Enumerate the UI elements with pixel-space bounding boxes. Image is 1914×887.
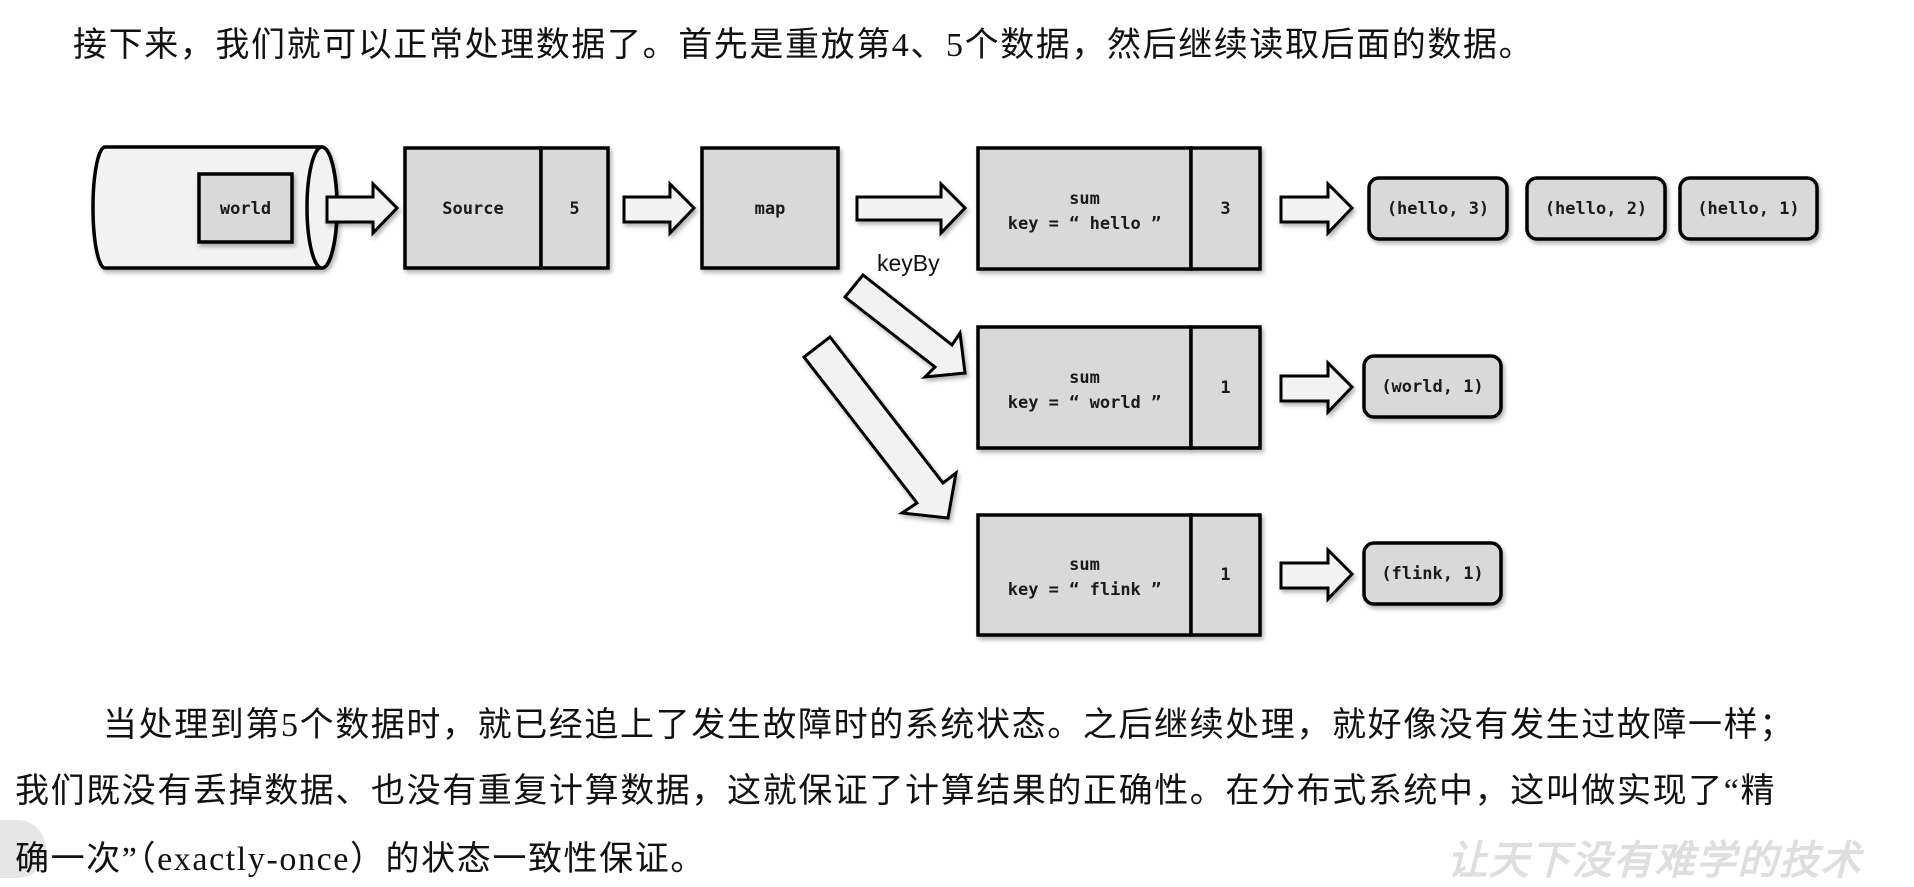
arrow-right-icon — [325, 180, 400, 237]
sum-title: sum — [1069, 189, 1100, 209]
svg-text:(world, 1): (world, 1) — [1381, 377, 1483, 397]
arrow-right-icon — [855, 180, 968, 237]
sum-key: key = “ world ” — [1008, 393, 1162, 413]
side-page-tab[interactable] — [0, 820, 46, 878]
map-label: map — [755, 199, 786, 219]
sum-state: 1 — [1220, 378, 1230, 398]
sum-key: key = “ hello ” — [1008, 214, 1162, 234]
sum-operator-world — [976, 325, 1262, 450]
sum-operator-flink — [976, 513, 1262, 637]
map-operator — [700, 146, 840, 270]
svg-text:(hello, 1): (hello, 1) — [1697, 199, 1799, 219]
watermark: 让天下没有难学的技术 — [1447, 837, 1862, 884]
arrow-right-icon — [1279, 359, 1355, 416]
output-record: (flink, 1) — [1362, 541, 1503, 606]
sum-title: sum — [1069, 368, 1100, 388]
keyby-label: keyBy — [877, 250, 940, 276]
arrow-right-icon — [1279, 180, 1355, 237]
sum-state: 1 — [1220, 565, 1230, 585]
arrow-diagonal-icon — [801, 334, 959, 520]
paragraph-line: 确一次”（exactly-once）的状态一致性保证。 — [15, 841, 706, 878]
svg-text:(hello, 3): (hello, 3) — [1387, 199, 1489, 219]
queue-item-world: world — [197, 172, 294, 244]
output-record: (hello, 1) — [1678, 176, 1819, 241]
paragraph-line: 我们既没有丢掉数据、也没有重复计算数据，这就保证了计算结果的正确性。在分布式系统… — [15, 773, 1777, 810]
output-record: (world, 1) — [1362, 354, 1503, 419]
sum-state: 3 — [1220, 199, 1230, 219]
paragraph-line: 当处理到第5个数据时，就已经追上了发生故障时的系统状态。之后继续处理，就好像没有… — [103, 707, 1795, 744]
source-operator — [403, 146, 610, 270]
source-label: Source — [442, 199, 503, 219]
queue-item-label: world — [220, 199, 271, 219]
source-offset-state: 5 — [569, 199, 579, 219]
output-record: (hello, 2) — [1525, 176, 1667, 241]
arrow-right-icon — [1279, 546, 1355, 603]
sum-operator-hello — [976, 146, 1262, 271]
sum-title: sum — [1069, 555, 1100, 575]
intro-text: 接下来，我们就可以正常处理数据了。首先是重放第4、5个数据，然后继续读取后面的数… — [73, 27, 1535, 64]
svg-text:(hello, 2): (hello, 2) — [1545, 199, 1647, 219]
arrow-right-icon — [622, 180, 697, 237]
arrow-diagonal-icon — [842, 272, 967, 379]
sum-key: key = “ flink ” — [1008, 580, 1162, 600]
output-record: (hello, 3) — [1367, 176, 1509, 241]
svg-text:(flink, 1): (flink, 1) — [1381, 564, 1483, 584]
